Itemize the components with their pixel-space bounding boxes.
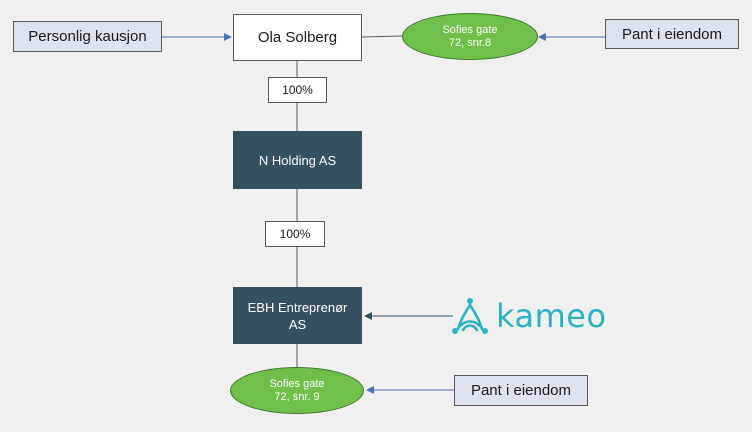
ebh-line2: AS <box>288 316 307 332</box>
sofies-gate-9-ellipse: Sofies gate 72, snr. 9 <box>230 367 364 414</box>
kameo-logo: kameo <box>450 292 625 340</box>
ola-solberg-box: Ola Solberg <box>233 14 362 61</box>
pant-bottom-box: Pant i eiendom <box>454 375 588 406</box>
pct-top-label: 100% <box>282 83 313 97</box>
n-holding-box: N Holding AS <box>233 131 362 189</box>
line-ola-to-sofies8 <box>361 35 403 38</box>
ebh-line1: EBH Entreprenør <box>247 299 348 315</box>
sofies-gate-8-line2: 72, snr.8 <box>448 36 492 49</box>
ebh-box: EBH Entreprenør AS <box>233 287 362 344</box>
sofies-gate-8-line1: Sofies gate <box>442 23 498 36</box>
personlig-kausjon-box: Personlig kausjon <box>13 21 162 52</box>
pant-top-label: Pant i eiendom <box>621 25 723 43</box>
sofies-gate-8-ellipse: Sofies gate 72, snr.8 <box>402 13 538 60</box>
ownership-pct-bottom: 100% <box>265 221 325 247</box>
n-holding-label: N Holding AS <box>258 152 337 168</box>
sofies-gate-9-line2: 72, snr. 9 <box>274 390 320 403</box>
kameo-symbol-icon <box>452 298 488 334</box>
ownership-pct-top: 100% <box>268 77 327 103</box>
personlig-kausjon-label: Personlig kausjon <box>28 28 147 45</box>
sofies-gate-9-line1: Sofies gate <box>269 377 325 390</box>
pct-bottom-label: 100% <box>279 227 311 241</box>
pant-bottom-label: Pant i eiendom <box>470 382 572 399</box>
kameo-wordmark: kameo <box>496 297 607 335</box>
ola-solberg-label: Ola Solberg <box>257 29 338 46</box>
pant-top-box: Pant i eiendom <box>605 19 739 49</box>
